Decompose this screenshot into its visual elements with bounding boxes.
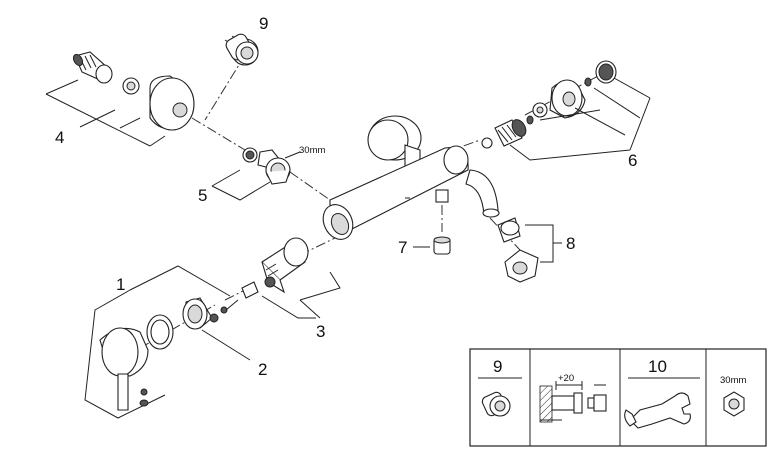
callout-9: 9 [259, 14, 268, 33]
callout-5: 5 [198, 186, 207, 205]
inset-offset-label: +20 [558, 373, 574, 384]
part-9-adapter [224, 33, 259, 66]
part-5-nut-group [211, 147, 301, 201]
inset-number-9: 9 [493, 357, 502, 376]
wrench-icon [624, 392, 691, 429]
inset-adapter-icon [481, 391, 511, 417]
part-1-handle-group [84, 265, 251, 419]
callout-4: 4 [55, 128, 64, 147]
inset-extension-drawing [539, 381, 607, 423]
callout-3: 3 [316, 322, 325, 341]
part-3-cartridge [220, 237, 341, 319]
inset-size-label: 30mm [720, 375, 746, 386]
callout-2: 2 [258, 360, 267, 379]
callout-1: 1 [116, 275, 125, 294]
inset-nut-icon [723, 391, 745, 417]
callout-6: 6 [628, 151, 637, 170]
part-7-insert [413, 236, 451, 255]
part-4-connector-group [45, 51, 195, 147]
mixer-body [322, 115, 500, 240]
accessory-inset: 9 +20 10 30mm [469, 348, 767, 447]
inset-frame [469, 348, 767, 447]
part-8-aerator-group [497, 217, 562, 283]
callout-8: 8 [566, 234, 575, 253]
callout-labels: 9 4 5 30mm 6 7 8 1 3 2 [55, 14, 637, 379]
dimension-label: 30mm [299, 145, 325, 156]
callout-7: 7 [398, 238, 407, 257]
part-6-connector-group [481, 60, 651, 161]
inset-number-10: 10 [648, 357, 667, 376]
